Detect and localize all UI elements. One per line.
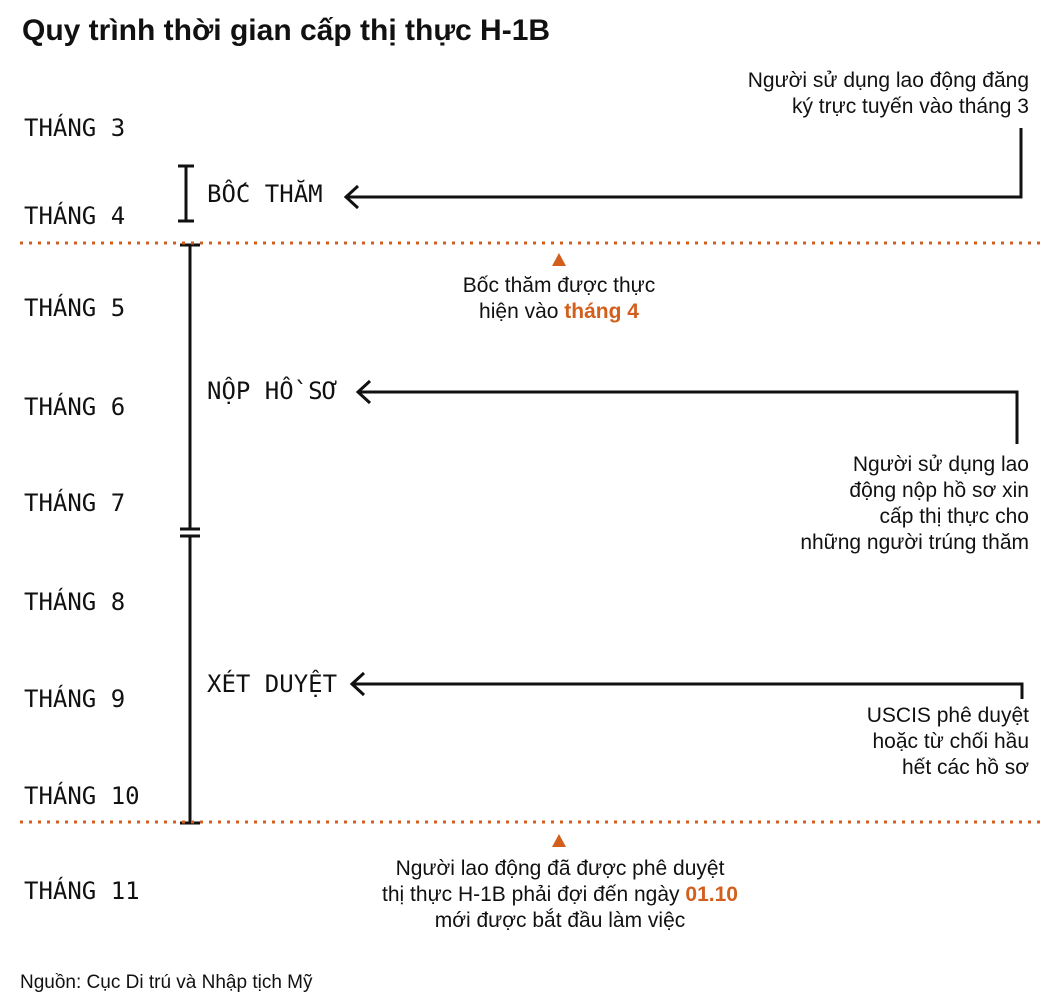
- month-label-9: THÁNG 9: [24, 685, 126, 713]
- stage-filing-label: NỘP HỒ SƠ: [207, 377, 338, 405]
- main-timeline-bar: [180, 243, 200, 825]
- note-review-line: hoặc từ chối hầu: [872, 730, 1030, 753]
- note-start-date: Người lao động đã được phê duyệt thị thự…: [312, 856, 808, 934]
- note-start-line: Người lao động đã được phê duyệt: [395, 857, 725, 880]
- note-registration-line: ký trực tuyến vào tháng 3: [791, 95, 1029, 118]
- page-title: Quy trình thời gian cấp thị thực H-1B: [22, 14, 551, 47]
- arrow-to-filing: [355, 379, 1019, 444]
- note-filing: Người sử dụng lao động nộp hồ sơ xin cấp…: [800, 452, 1029, 556]
- note-lottery-text: hiện vào: [479, 300, 565, 323]
- month-label-3: THÁNG 3: [24, 114, 126, 142]
- triangle-marker-lottery: [552, 253, 566, 266]
- note-review: USCIS phê duyệt hoặc từ chối hầu hết các…: [867, 703, 1029, 781]
- note-filing-line: động nộp hồ sơ xin: [849, 479, 1029, 502]
- month-label-11: THÁNG 11: [24, 877, 140, 905]
- note-registration: Người sử dụng lao động đăng ký trực tuyế…: [748, 68, 1029, 120]
- note-filing-line: những người trúng thăm: [800, 531, 1029, 554]
- note-review-line: USCIS phê duyệt: [866, 704, 1029, 727]
- triangle-marker-start: [552, 834, 566, 847]
- note-start-line: thị thực H-1B phải đợi đến ngày 01.10: [312, 882, 808, 908]
- note-filing-line: Người sử dụng lao: [852, 453, 1029, 476]
- month-label-6: THÁNG 6: [24, 393, 126, 421]
- arrow-to-review: [349, 671, 1024, 699]
- month-label-10: THÁNG 10: [24, 782, 140, 810]
- note-registration-line: Người sử dụng lao động đăng: [747, 69, 1029, 92]
- stage-lottery-label: BỐC THĂM: [207, 180, 323, 208]
- source-credit: Nguồn: Cục Di trú và Nhập tịch Mỹ: [20, 972, 313, 993]
- note-start-line: mới được bắt đầu làm việc: [434, 909, 686, 932]
- month-label-5: THÁNG 5: [24, 294, 126, 322]
- note-review-line: hết các hồ sơ: [901, 756, 1029, 779]
- note-lottery-line: Bốc thăm được thực: [462, 274, 656, 297]
- month-label-4: THÁNG 4: [24, 202, 126, 230]
- note-filing-line: cấp thị thực cho: [879, 505, 1029, 528]
- lottery-bracket: [178, 164, 194, 223]
- arrow-to-lottery: [343, 128, 1023, 210]
- note-lottery-highlight: tháng 4: [564, 300, 639, 323]
- note-lottery-line: hiện vào tháng 4: [409, 299, 709, 325]
- note-start-text: thị thực H-1B phải đợi đến ngày: [382, 883, 686, 906]
- month-label-8: THÁNG 8: [24, 588, 126, 616]
- note-start-highlight: 01.10: [685, 883, 738, 906]
- stage-review-label: XÉT DUYỆT: [207, 670, 338, 698]
- month-label-7: THÁNG 7: [24, 489, 126, 517]
- note-lottery: Bốc thăm được thực hiện vào tháng 4: [409, 273, 709, 325]
